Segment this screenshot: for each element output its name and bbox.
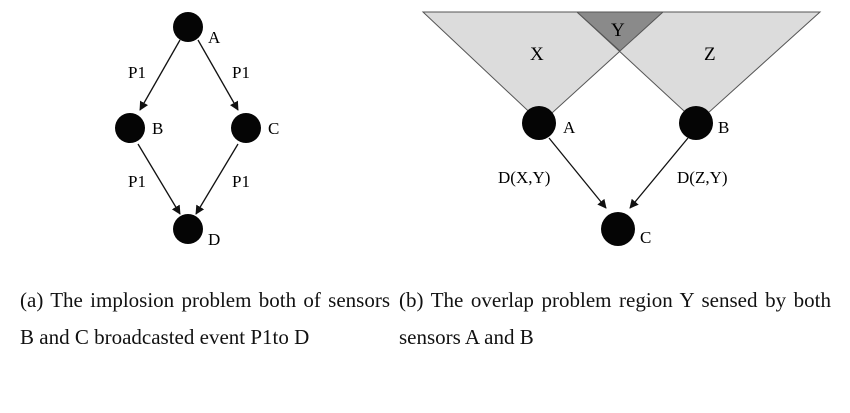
node-b-c	[601, 212, 635, 246]
region-x	[421, 11, 665, 124]
node-a-label: A	[208, 28, 221, 47]
node-b-a	[522, 106, 556, 140]
node-b-c-label: C	[640, 228, 651, 247]
edge-a-to-c-label: P1	[232, 63, 250, 82]
node-d	[173, 214, 203, 244]
edge-a-to-b	[139, 39, 181, 111]
node-b-a-label: A	[563, 118, 576, 137]
edge-c-to-d	[195, 143, 239, 215]
edge-c-to-d-label: P1	[232, 172, 250, 191]
region-z	[575, 11, 822, 124]
node-d-label: D	[208, 230, 220, 249]
edge-b-to-d-label: P1	[128, 172, 146, 191]
diagram-a: A B C D P1 P1 P1 P1	[115, 12, 279, 249]
edge-b-a-to-c-label: D(X,Y)	[498, 168, 550, 187]
figure: A B C D P1 P1 P1 P1 X Y Z A B C D(X,Y) D…	[115, 11, 822, 249]
node-a	[173, 12, 203, 42]
node-b-label: B	[152, 119, 163, 138]
caption-a: (a) The implosion problem both of sensor…	[20, 288, 390, 349]
node-b-b-label: B	[718, 118, 729, 137]
region-y-label: Y	[611, 20, 625, 41]
region-y-overlap	[575, 11, 665, 52]
region-x-label: X	[530, 44, 544, 65]
node-c-label: C	[268, 119, 279, 138]
node-c	[231, 113, 261, 143]
edge-a-to-b-label: P1	[128, 63, 146, 82]
edge-b-a-to-c	[548, 137, 607, 209]
edge-a-to-c	[197, 39, 239, 111]
node-b	[115, 113, 145, 143]
edge-b-to-d	[137, 143, 181, 215]
caption-b: (b) The overlap problem region Y sensed …	[399, 288, 831, 349]
diagram-b: X Y Z A B C D(X,Y) D(Z,Y)	[421, 11, 822, 247]
node-b-b	[679, 106, 713, 140]
edge-b-b-to-c-label: D(Z,Y)	[677, 168, 728, 187]
edge-b-b-to-c	[629, 137, 689, 209]
region-z-label: Z	[704, 44, 716, 65]
